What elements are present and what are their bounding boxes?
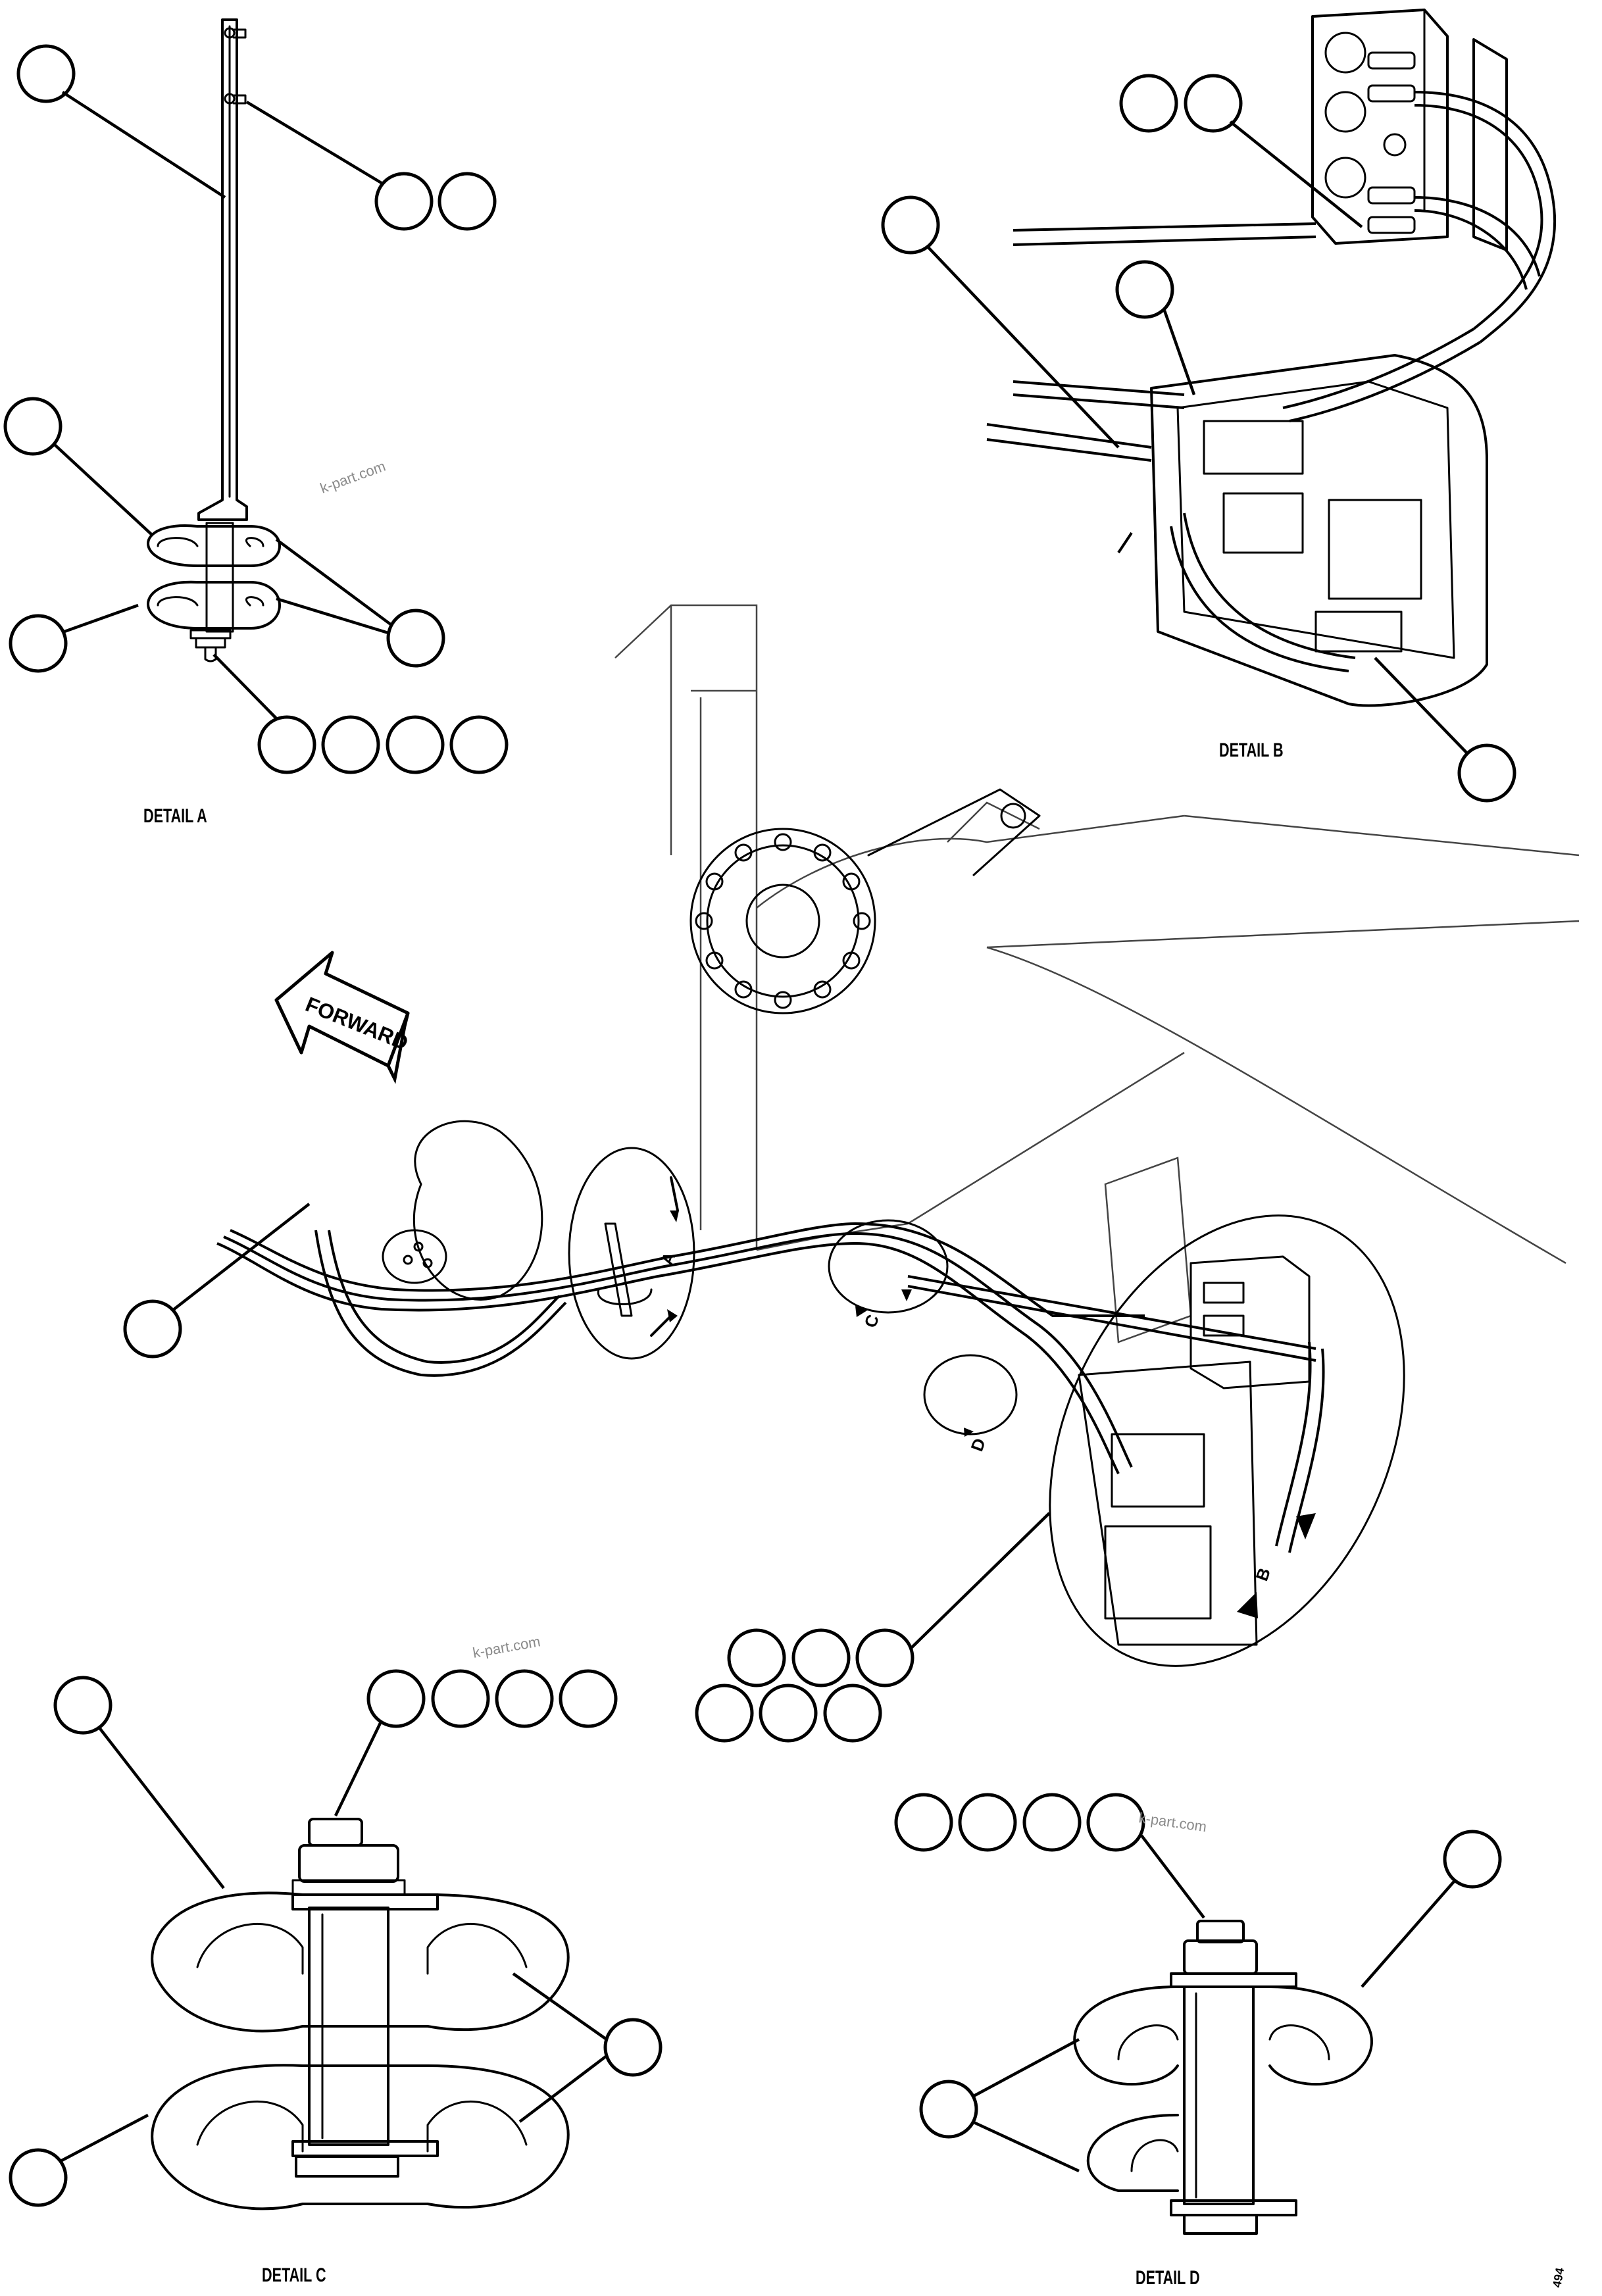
detail-d-label: DETAIL D: [1136, 2266, 1200, 2288]
watermark-3: k-part.com: [1138, 1809, 1207, 1835]
detail-b-callouts: [881, 74, 1516, 803]
main-view-callouts: [123, 1203, 1051, 1743]
detail-c-drawing: [151, 1818, 570, 2210]
detail-b-drawing: [986, 9, 1557, 707]
detail-a-callouts: [3, 44, 509, 774]
detail-a-label: DETAIL A: [143, 804, 207, 826]
detail-b-label: DETAIL B: [1219, 738, 1284, 761]
figure-number: 494: [1550, 2267, 1566, 2289]
forward-arrow: FORWARD: [274, 951, 412, 1084]
view-letter-c: C: [860, 1312, 883, 1330]
view-letter-d: D: [966, 1435, 989, 1454]
detail-a-drawing: [147, 18, 281, 662]
detail-d-callouts: [894, 1793, 1502, 2173]
watermark-2: k-part.com: [472, 1633, 542, 1661]
detail-c-label: DETAIL C: [262, 2263, 326, 2285]
detail-d-drawing: [1073, 1920, 1373, 2235]
detail-c-callouts: [9, 1669, 663, 2207]
view-letter-a: A: [657, 1249, 680, 1268]
watermark: k-part.com: [318, 458, 388, 497]
hub-bolts: [695, 833, 871, 1009]
main-view-drawing: [216, 604, 1580, 1667]
